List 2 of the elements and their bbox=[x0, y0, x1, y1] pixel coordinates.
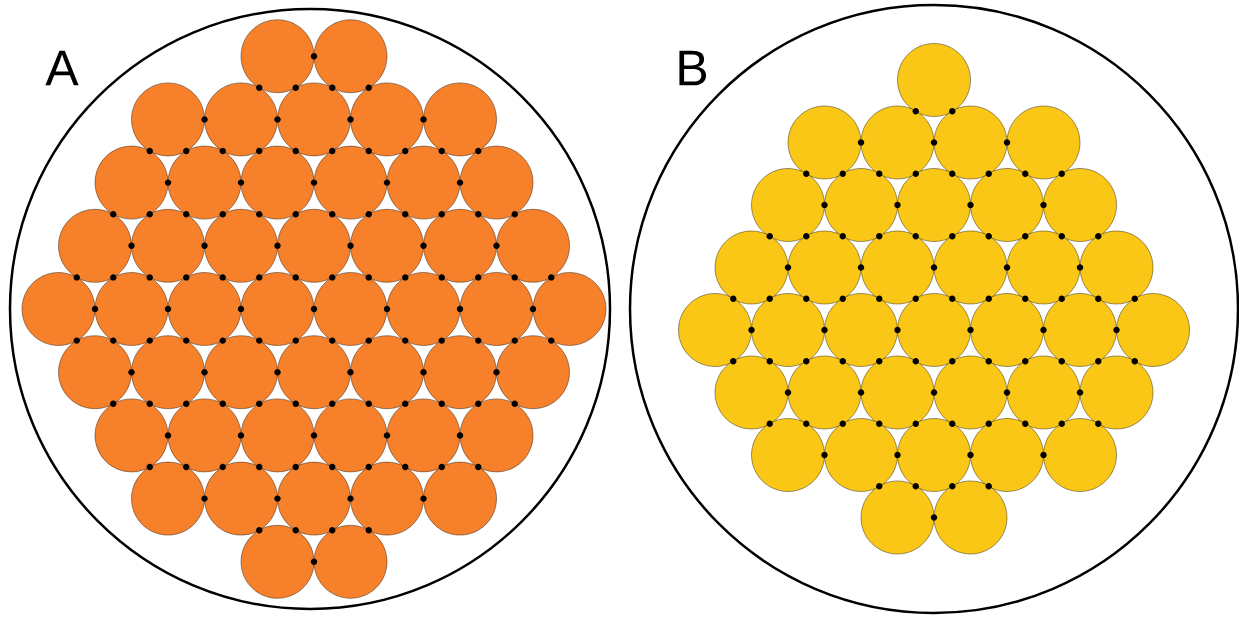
panel-label: B bbox=[679, 50, 707, 86]
panel-label: A bbox=[45, 50, 79, 86]
